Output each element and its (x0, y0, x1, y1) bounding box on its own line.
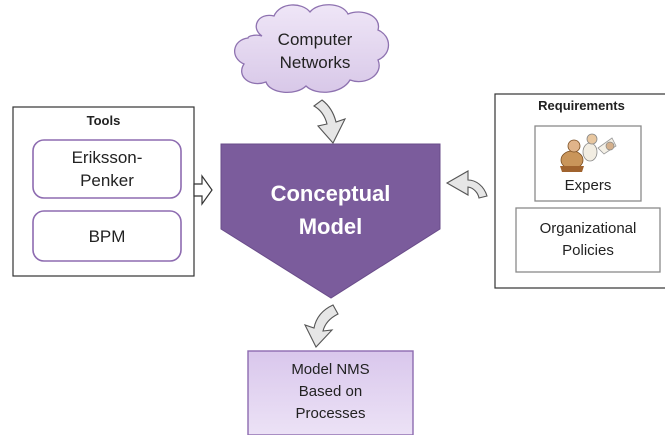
core-line2: Model (298, 214, 363, 239)
output-line3: Processes (295, 405, 366, 422)
requirement-2-line1: Organizational (539, 220, 637, 237)
computer-networks-cloud (234, 4, 390, 93)
conceptual-model-label: Conceptual Model (221, 177, 440, 243)
requirement-experts-label: Expers (564, 177, 612, 194)
output-line1: Model NMS (291, 361, 370, 378)
tool-1-line1: Eriksson- (71, 148, 143, 167)
arrow-model-to-output-icon (303, 304, 339, 348)
arrow-cloud-to-model-icon (313, 99, 347, 144)
tool-1-line2: Penker (80, 171, 134, 190)
conceptual-model-shape (220, 143, 441, 299)
tools-title: Tools (86, 113, 121, 128)
requirement-policies-label: Organizational Policies (516, 218, 660, 262)
cloud-label: Computer Networks (250, 28, 380, 74)
core-line1: Conceptual (270, 181, 391, 206)
requirement-2-line2: Policies (562, 242, 614, 259)
arrow-requirements-to-model-icon (445, 170, 488, 199)
output-box (247, 350, 414, 435)
tool-eriksson-penker-box (32, 139, 182, 199)
cloud-label-line2: Networks (279, 53, 351, 72)
output-label: Model NMS Based on Processes (248, 359, 413, 425)
tool-bpm-label: BPM (88, 227, 126, 246)
requirements-title: Requirements (538, 98, 625, 113)
cloud-label-line1: Computer (277, 30, 353, 49)
tool-bpm-box (32, 210, 182, 262)
arrow-tools-to-model-icon (193, 174, 213, 206)
requirement-policies-box (515, 207, 661, 273)
experts-clipart-icon (560, 133, 617, 172)
output-line2: Based on (298, 383, 363, 400)
tool-eriksson-penker-label: Eriksson- Penker (33, 146, 181, 192)
